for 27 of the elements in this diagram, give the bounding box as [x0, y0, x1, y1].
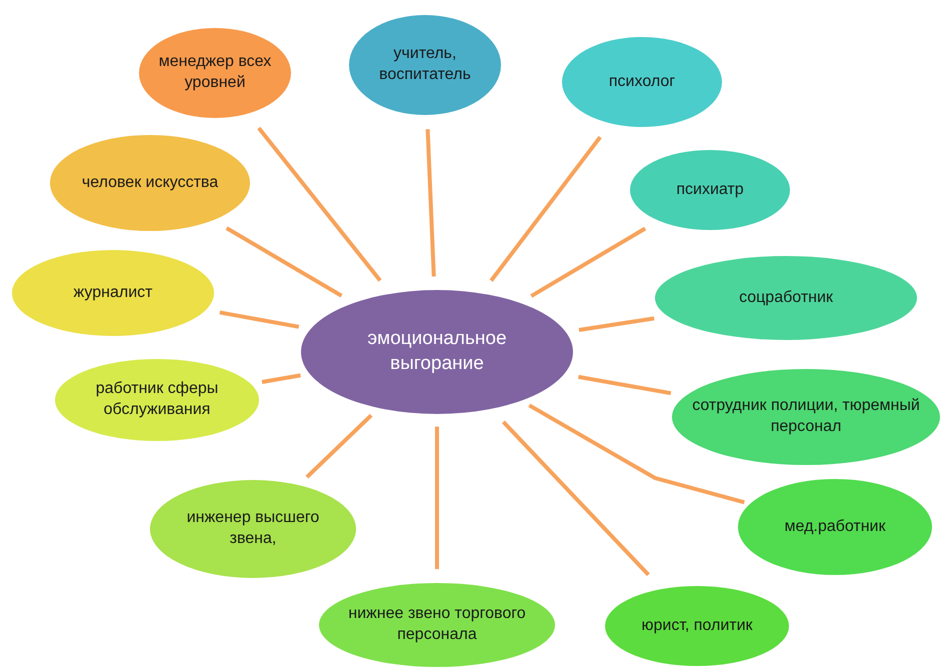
node-label: работник сферы обслуживания — [94, 379, 220, 420]
connector-line — [528, 404, 745, 504]
connector-line — [262, 373, 301, 384]
node-label: психолог — [608, 72, 676, 92]
connector-line — [530, 226, 646, 298]
node-label: психиатр — [676, 180, 744, 200]
node-label: человек искусства — [82, 172, 218, 193]
connector-line — [578, 316, 654, 332]
node-label: нижнее звено торгового персонала — [347, 604, 527, 645]
node-label: учитель, воспитатель — [378, 44, 472, 85]
node-label: соцработник — [739, 288, 833, 308]
node-label: эмоциональное выгорание — [366, 327, 508, 376]
connector-line — [490, 136, 602, 282]
node-label: сотрудник полиции, тюремный персонал — [691, 396, 921, 437]
node-label: юрист, политик — [641, 616, 753, 636]
node-label: мед.работник — [784, 516, 886, 537]
connector-line — [435, 426, 439, 570]
node-label: менеджер всех уровней — [158, 52, 272, 93]
connector-line — [578, 374, 672, 396]
connector-line — [257, 126, 382, 282]
node-label: инженер высшего звена, — [186, 508, 320, 549]
connector-line — [226, 226, 343, 298]
connector-line — [306, 414, 373, 479]
connector-line — [502, 420, 650, 576]
connector-line — [426, 129, 436, 277]
connector-line — [219, 310, 300, 329]
node-label: журналист — [74, 282, 152, 303]
